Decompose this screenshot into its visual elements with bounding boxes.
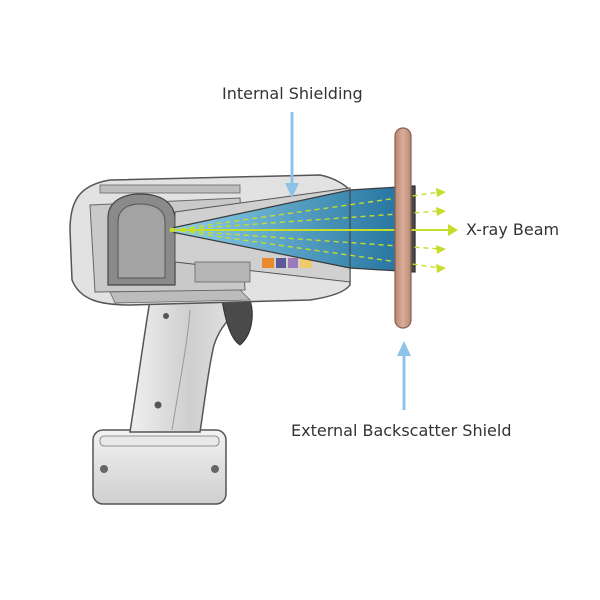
handle-screw-icon bbox=[163, 313, 169, 319]
backscatter-shield-plate bbox=[394, 127, 412, 329]
external-backscatter-shield-label: External Backscatter Shield bbox=[291, 421, 512, 440]
battery-pack bbox=[92, 429, 227, 505]
internal-shielding-label: Internal Shielding bbox=[222, 84, 363, 103]
beam-arrowhead-icon bbox=[436, 188, 446, 197]
callout-arrowhead-icon bbox=[397, 341, 411, 356]
callout-arrowhead-icon bbox=[285, 183, 299, 198]
trigger bbox=[221, 299, 253, 346]
beam-arrowhead-icon bbox=[448, 224, 458, 236]
battery-screw-icon bbox=[100, 465, 108, 473]
beam-arrowhead-icon bbox=[436, 245, 446, 254]
backscatter-shield-callout-arrow bbox=[397, 341, 411, 410]
internal-shielding-callout-arrow bbox=[285, 112, 299, 198]
beam-arrowhead-icon bbox=[436, 207, 446, 216]
xray-beam-label: X-ray Beam bbox=[466, 220, 560, 239]
beam-arrowhead-icon bbox=[436, 264, 446, 273]
battery-screw-icon bbox=[211, 465, 219, 473]
handle-screw-icon bbox=[154, 401, 162, 409]
